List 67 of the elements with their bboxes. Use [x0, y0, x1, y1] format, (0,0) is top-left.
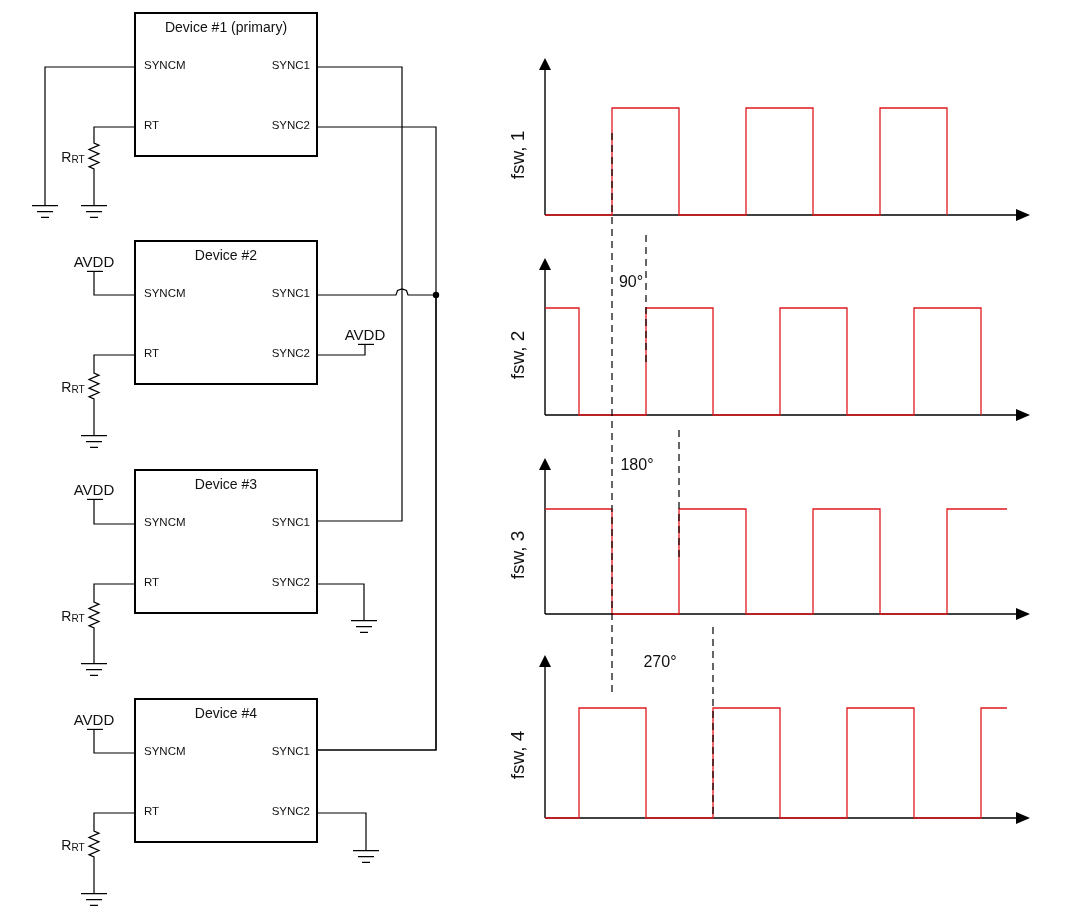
- wire: [93, 630, 95, 664]
- pin-label: RT: [144, 805, 160, 817]
- pin-label: SYNC1: [271, 59, 310, 71]
- resistor-symbol: [87, 828, 101, 860]
- ground-symbol: [32, 205, 58, 218]
- ground-symbol: [81, 435, 107, 448]
- ground-symbol: [81, 663, 107, 676]
- wire: [93, 812, 135, 829]
- pin-label: SYNC2: [271, 347, 310, 359]
- device-box: [134, 698, 318, 843]
- pin-label: SYNC2: [271, 576, 310, 588]
- phase-label: 180°: [620, 456, 654, 474]
- pin-label: SYNC1: [271, 745, 310, 757]
- resistor-label: R$_{RT}$: [61, 148, 85, 166]
- pin-label: RT: [144, 119, 160, 131]
- device-title: Device #3: [193, 476, 259, 492]
- wire: [93, 859, 95, 894]
- phase-label: 90°: [618, 273, 644, 291]
- pin-label: SYNCM: [144, 516, 186, 528]
- device-box: [134, 12, 318, 157]
- resistor-label: R$_{RT}$: [61, 378, 85, 396]
- ground-symbol: [81, 205, 107, 218]
- wire: [93, 354, 135, 371]
- wire: [44, 66, 135, 206]
- phase-label: 270°: [643, 653, 677, 671]
- ground-symbol: [353, 850, 379, 863]
- wire: [317, 66, 403, 522]
- resistor-symbol: [87, 140, 101, 172]
- axis-label: fsw, 2: [507, 330, 529, 380]
- wire: [317, 583, 365, 621]
- wire: [93, 499, 135, 525]
- device-title: Device #1 (primary): [163, 19, 289, 35]
- wire: [93, 729, 135, 754]
- axis-label: fsw, 4: [507, 730, 529, 780]
- device-box: [134, 240, 318, 385]
- ground-symbol: [351, 620, 377, 633]
- device-box: [134, 469, 318, 614]
- wire: [317, 288, 437, 751]
- supply-label: AVDD: [72, 711, 116, 728]
- supply-label: AVDD: [72, 481, 116, 498]
- ground-symbol: [81, 893, 107, 906]
- wire: [93, 401, 95, 436]
- supply-label: AVDD: [343, 326, 387, 343]
- resistor-symbol: [87, 370, 101, 402]
- axis-label: fsw, 1: [507, 130, 529, 180]
- wire: [93, 126, 135, 141]
- wire: [317, 812, 367, 851]
- pin-label: RT: [144, 347, 160, 359]
- pin-label: SYNC2: [271, 805, 310, 817]
- supply-label: AVDD: [72, 253, 116, 270]
- pin-label: SYNC1: [271, 287, 310, 299]
- wire: [93, 171, 95, 206]
- pin-label: SYNCM: [144, 745, 186, 757]
- wire: [93, 583, 135, 600]
- resistor-symbol: [87, 599, 101, 631]
- resistor-label: R$_{RT}$: [61, 836, 85, 854]
- resistor-label: R$_{RT}$: [61, 607, 85, 625]
- pin-label: SYNCM: [144, 287, 186, 299]
- pin-label: SYNC2: [271, 119, 310, 131]
- pin-label: SYNCM: [144, 59, 186, 71]
- device-title: Device #2: [193, 247, 259, 263]
- wire: [317, 344, 366, 356]
- wire: [93, 271, 135, 296]
- device-title: Device #4: [193, 705, 259, 721]
- axis-label: fsw, 3: [507, 530, 529, 580]
- pin-label: SYNC1: [271, 516, 310, 528]
- pin-label: RT: [144, 576, 160, 588]
